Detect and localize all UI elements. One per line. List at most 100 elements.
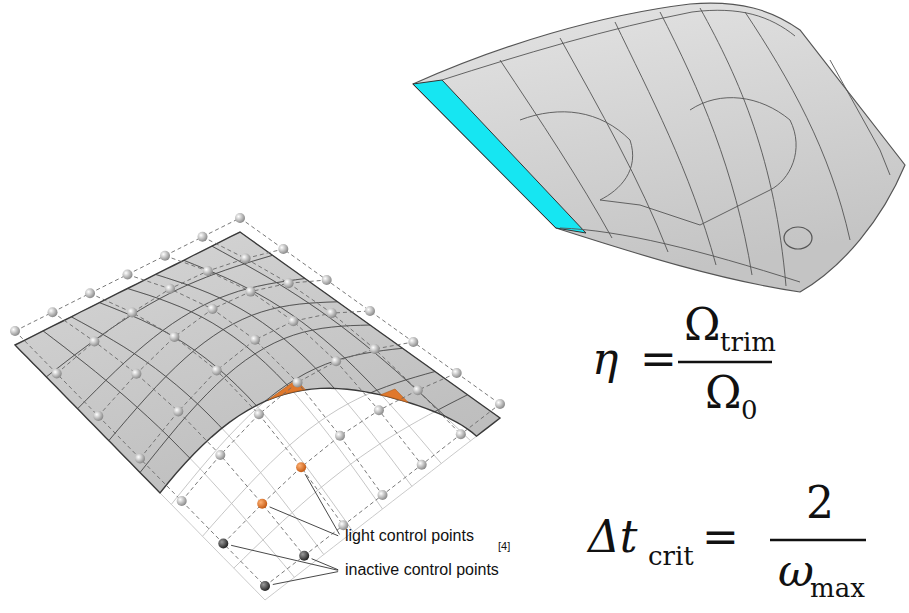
control-point (246, 287, 256, 297)
control-polygon (165, 256, 422, 465)
control-point (198, 232, 208, 242)
control-points (10, 213, 505, 591)
hood-side-face (413, 80, 586, 233)
control-point (374, 405, 384, 415)
control-polygon (240, 218, 500, 404)
control-point (408, 337, 418, 347)
hood-emblem (784, 227, 812, 249)
leader-line (273, 572, 338, 585)
control-point (456, 429, 466, 439)
math-subscript: 0 (741, 396, 758, 426)
control-point (169, 332, 179, 342)
knot-line (46, 255, 272, 377)
surface-patch (15, 232, 500, 493)
control-point (495, 399, 505, 409)
leader-line (312, 559, 339, 570)
knot-line (128, 289, 383, 510)
control-point (331, 356, 341, 366)
control-polygon (15, 331, 265, 586)
math-symbol: η (592, 334, 618, 385)
hood-body (413, 3, 905, 292)
knot-line (140, 325, 370, 473)
control-point (250, 335, 260, 345)
math-symbol: Ω (705, 368, 741, 419)
control-polygon (90, 293, 343, 525)
control-polygon (203, 237, 461, 434)
leader-line (305, 474, 339, 534)
fraction-bar (678, 361, 772, 364)
car-hood (413, 3, 905, 292)
inactive-control-point (260, 581, 270, 591)
control-point (235, 213, 245, 223)
control-point (173, 406, 183, 416)
control-point (203, 266, 213, 276)
control-point (85, 288, 95, 298)
light-control-point (296, 462, 306, 472)
control-point (10, 326, 20, 336)
control-point (288, 316, 298, 326)
knot-line (140, 325, 370, 473)
knot-line (43, 331, 294, 577)
control-point (365, 306, 375, 316)
leader-line (231, 545, 338, 570)
reference-number: [4] (498, 540, 510, 553)
control-point (293, 378, 303, 388)
fraction-bar (770, 539, 866, 542)
inactive-control-point (299, 551, 309, 561)
control-point (254, 409, 264, 419)
control-point (89, 337, 99, 347)
callout-label: inactive control points (345, 561, 499, 579)
control-point (215, 450, 225, 460)
math-subscript: crit (648, 542, 694, 572)
math-operator: = (702, 512, 739, 563)
math-symbol: Ω (684, 300, 720, 351)
control-net (15, 218, 500, 586)
control-polygon (57, 249, 284, 374)
control-point (135, 454, 145, 464)
knot-line (78, 279, 306, 409)
control-point (417, 460, 427, 470)
control-point (48, 307, 58, 317)
math-number: 2 (806, 478, 834, 529)
knot-line (128, 289, 383, 510)
control-point (413, 385, 423, 395)
knot-line (184, 260, 442, 463)
knot-line (212, 246, 471, 441)
light-control-point (257, 499, 267, 509)
math-symbol: ω (778, 546, 814, 597)
control-point (131, 369, 141, 379)
knot-line (212, 246, 471, 441)
control-point (123, 270, 133, 280)
control-point (212, 365, 222, 375)
control-point (52, 369, 62, 379)
control-polygon (182, 342, 414, 501)
control-point (335, 431, 345, 441)
knot-line (46, 255, 272, 377)
math-subscript: trim (720, 328, 776, 358)
control-point (278, 244, 288, 254)
control-polygon (53, 312, 305, 556)
knot-line (203, 372, 436, 537)
control-point (452, 368, 462, 378)
math-symbol: Δt (588, 512, 637, 563)
knot-line (78, 279, 306, 409)
math-subscript: max (810, 574, 865, 604)
control-point (284, 278, 294, 288)
knot-line (43, 331, 294, 577)
control-point (165, 284, 175, 294)
surface-outline (15, 232, 500, 493)
nurbs-surface (10, 213, 505, 600)
control-polygon (265, 404, 500, 586)
control-polygon (140, 311, 370, 459)
knot-line (203, 372, 436, 537)
trimmed-cell (380, 389, 408, 402)
control-point (370, 344, 380, 354)
control-polygon (223, 373, 456, 544)
control-point (208, 304, 218, 314)
control-polygon (98, 280, 326, 416)
math-operator: = (640, 334, 677, 385)
callout-label: light control points (345, 527, 474, 545)
control-point (327, 308, 337, 318)
control-point (177, 496, 187, 506)
